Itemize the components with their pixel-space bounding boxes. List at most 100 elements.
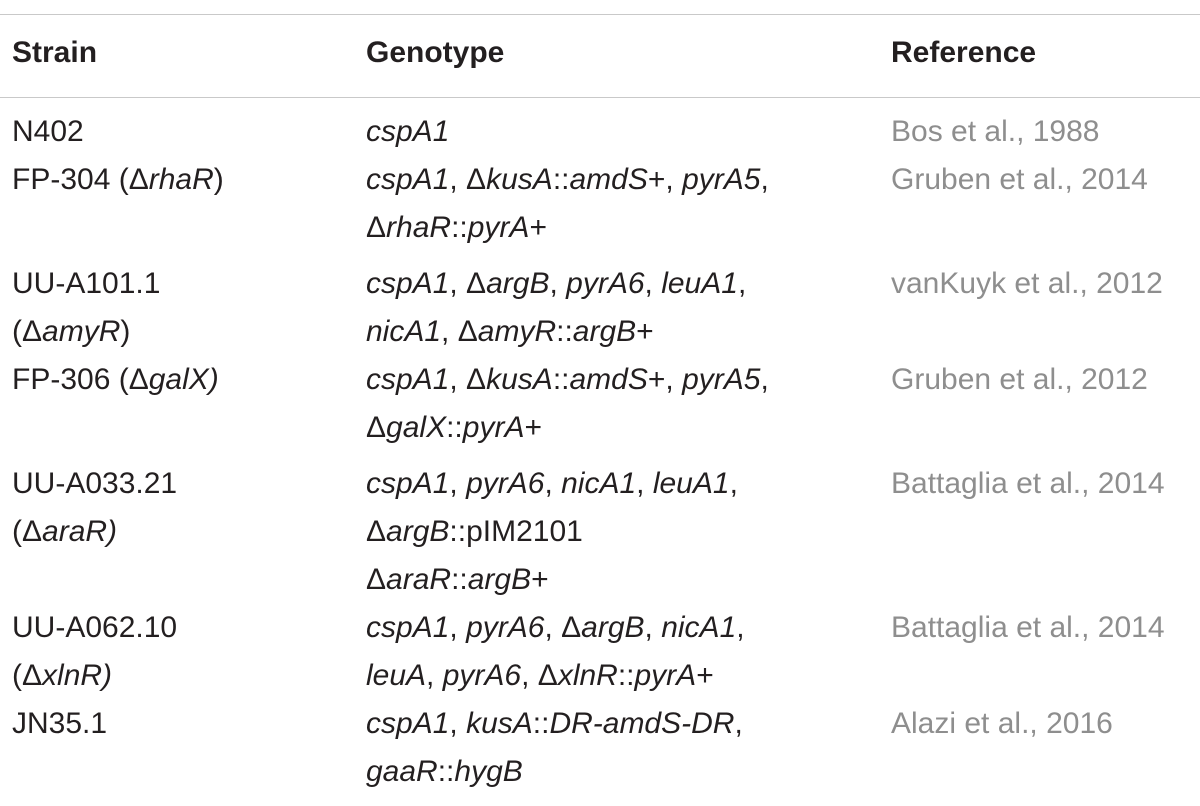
text-segment: xlnR) [42, 659, 113, 692]
text-segment: , [549, 267, 567, 300]
cell-line: cspA1 [366, 108, 876, 156]
text-segment: DR-amdS-DR [549, 707, 735, 740]
text-segment: , [737, 267, 747, 300]
text-segment: argB [386, 515, 450, 548]
genotype-cell: cspA1 [366, 108, 876, 156]
text-segment: galX [386, 411, 447, 444]
text-segment: :: [451, 563, 468, 596]
reference-cell: Gruben et al., 2014 [891, 163, 1148, 196]
text-segment: , [734, 707, 743, 740]
text-segment: leuA1 [652, 467, 730, 500]
text-segment: Δ [366, 411, 387, 444]
text-segment: :: [451, 211, 468, 244]
genotype-cell: cspA1, ΔkusA::amdS+, pyrA5,ΔrhaR::pyrA+ [366, 156, 876, 252]
strain-cell: UU-A033.21 (ΔaraR) [12, 460, 352, 556]
reference-cell: Battaglia et al., 2014 [891, 467, 1165, 500]
text-segment: , [644, 611, 662, 644]
text-segment: cspA1 [366, 267, 450, 300]
cell-line: ΔargB::pIM2101 [366, 508, 876, 556]
text-segment: argB [581, 611, 645, 644]
text-segment: Δ [366, 211, 387, 244]
text-segment: +, [647, 363, 683, 396]
text-segment: (Δ [12, 659, 43, 692]
text-segment: pyrA6 [442, 659, 522, 692]
reference-cell: Battaglia et al., 2014 [891, 611, 1165, 644]
text-segment: kusA [466, 707, 533, 740]
reference-cell: Bos et al., 1988 [891, 115, 1100, 148]
text-segment: , Δ [544, 611, 582, 644]
text-segment: :: [556, 315, 573, 348]
text-segment: araR) [42, 515, 118, 548]
text-segment: rhaR [386, 211, 452, 244]
cell-line: cspA1, pyrA6, nicA1, leuA1, [366, 460, 876, 508]
text-segment: kusA [486, 363, 553, 396]
text-segment: cspA1 [366, 467, 450, 500]
text-segment: leuA1 [661, 267, 738, 300]
genotype-cell: cspA1, ΔkusA::amdS+, pyrA5,ΔgalX::pyrA+ [366, 356, 876, 452]
text-segment: UU-A062.10 [12, 611, 178, 644]
text-segment: nicA1 [561, 467, 637, 500]
text-segment: UU-A101.1 [12, 267, 161, 300]
text-segment: , Δ [449, 163, 487, 196]
text-segment: , Δ [441, 315, 478, 348]
text-segment: rhaR [148, 163, 214, 196]
text-segment: , [736, 611, 745, 644]
text-segment: JN35.1 [12, 707, 108, 740]
cell-line: cspA1, ΔkusA::amdS+, pyrA5, [366, 156, 876, 204]
reference-cell: Gruben et al., 2012 [891, 363, 1148, 396]
text-segment: hygB [454, 755, 523, 788]
strain-cell: FP-306 (ΔgalX) [12, 356, 352, 404]
text-segment: + [524, 411, 542, 444]
text-segment: , [544, 467, 562, 500]
text-segment: , [636, 467, 653, 500]
text-segment: + [531, 563, 549, 596]
text-segment: xlnR [557, 659, 618, 692]
text-segment: FP-304 (Δ [12, 163, 149, 196]
genotype-cell: cspA1, ΔargB, pyrA6, leuA1,nicA1, ΔamyR:… [366, 260, 876, 356]
text-segment: N402 [12, 115, 84, 148]
text-segment: argB [572, 315, 637, 348]
cell-line: ΔgalX::pyrA+ [366, 404, 876, 452]
cell-line: gaaR::hygB [366, 748, 876, 796]
genotype-cell: cspA1, kusA::DR-amdS-DR,gaaR::hygB [366, 700, 876, 796]
text-segment: amyR [42, 315, 121, 348]
text-segment: cspA1 [366, 115, 450, 148]
genotype-cell: cspA1, pyrA6, nicA1, leuA1,ΔargB::pIM210… [366, 460, 876, 604]
reference-cell: Alazi et al., 2016 [891, 707, 1113, 740]
cell-line: leuA, pyrA6, ΔxlnR::pyrA+ [366, 652, 876, 700]
strain-cell: UU-A062.10 (ΔxlnR) [12, 604, 352, 700]
text-segment: kusA [486, 163, 553, 196]
text-segment: nicA1 [366, 315, 442, 348]
strain-cell: N402 [12, 108, 352, 156]
text-segment: +, [647, 163, 683, 196]
text-segment: , [729, 467, 738, 500]
text-segment: , [760, 163, 769, 196]
text-segment: argB [486, 267, 550, 300]
text-segment: galX) [148, 363, 219, 396]
text-segment: Δ [366, 563, 387, 596]
text-segment: Δ [366, 515, 387, 548]
text-segment: , [426, 659, 443, 692]
text-segment: :: [617, 659, 635, 692]
header-rule [0, 97, 1200, 98]
text-segment: pyrA6 [466, 611, 545, 644]
text-segment: amdS [569, 363, 648, 396]
text-segment: , [760, 363, 769, 396]
text-segment: gaaR [366, 755, 438, 788]
text-segment: :: [437, 755, 455, 788]
text-segment: pyrA6 [466, 467, 545, 500]
text-segment: araR [386, 563, 452, 596]
text-segment: argB [467, 563, 532, 596]
cell-line: nicA1, ΔamyR::argB+ [366, 308, 876, 356]
text-segment: :: [552, 363, 570, 396]
text-segment: leuA [366, 659, 427, 692]
genotype-cell: cspA1, pyrA6, ΔargB, nicA1,leuA, pyrA6, … [366, 604, 876, 700]
cell-line: UU-A101.1 [12, 260, 352, 308]
cell-line: FP-306 (ΔgalX) [12, 356, 352, 404]
text-segment: , Δ [521, 659, 558, 692]
text-segment: (Δ [12, 515, 43, 548]
cell-line: UU-A062.10 [12, 604, 352, 652]
header-strain: Strain [12, 36, 98, 69]
text-segment: , [449, 611, 467, 644]
text-segment: UU-A033.21 [12, 467, 178, 500]
